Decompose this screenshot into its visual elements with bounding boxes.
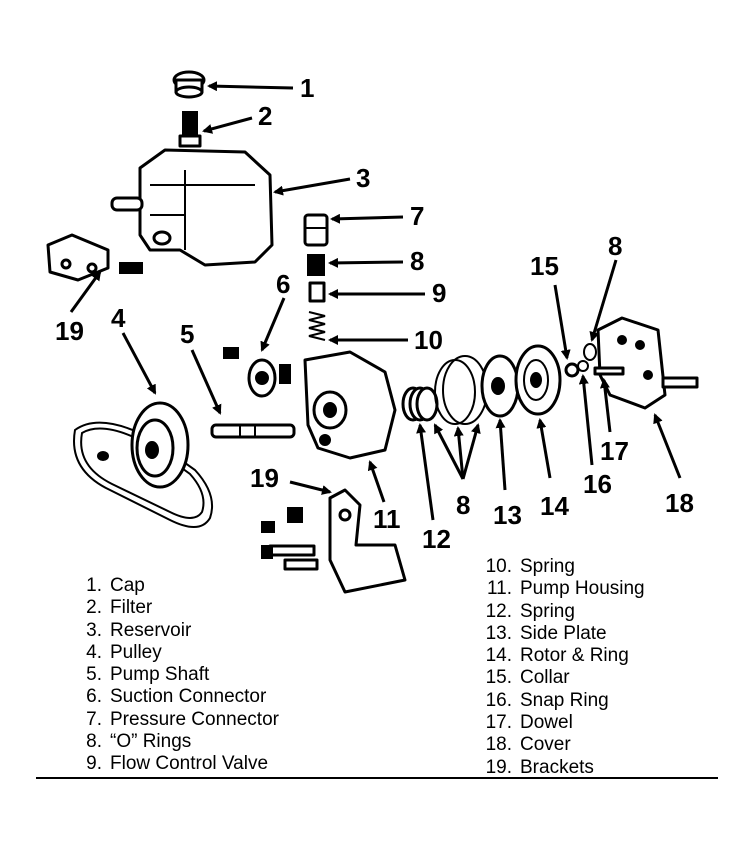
- legend-item: 17.Dowel: [485, 712, 573, 734]
- callout-13: 13: [493, 500, 522, 530]
- leader-lines: [69, 81, 682, 521]
- legend-item: 2.Filter: [86, 597, 153, 619]
- callout-11: 11: [373, 504, 401, 534]
- legend-item: 8.“O” Rings: [86, 731, 192, 753]
- callout-10: 10: [414, 325, 443, 355]
- legend-item: 4.Pulley: [86, 641, 162, 663]
- legend-left-column: 1.Cap 2.Filter 3.Reservoir 4.Pulley 5.Pu…: [76, 575, 279, 776]
- legend-item: 3.Reservoir: [86, 619, 192, 641]
- legend-item: 9.Flow Control Valve: [86, 753, 269, 775]
- callout-9: 9: [432, 278, 446, 308]
- spring-part: [401, 386, 439, 422]
- legend-item: 12.Spring: [485, 600, 575, 622]
- legend-item: 13.Side Plate: [485, 622, 607, 644]
- callout-6: 6: [276, 269, 290, 299]
- pump-housing-part: [303, 350, 397, 460]
- callout-1: 1: [300, 73, 314, 103]
- callout-19a: 19: [55, 316, 84, 346]
- rotor-ring-part: [514, 344, 562, 416]
- legend-item: 11.Pump Housing: [486, 578, 645, 600]
- bracket-bottom-part: [261, 488, 407, 594]
- legend-right-column: 10.Spring 11.Pump Housing 12.Spring 13.S…: [478, 556, 645, 779]
- legend-item: 1.Cap: [86, 575, 145, 596]
- pressure-connector-part: [303, 213, 329, 247]
- callout-18: 18: [665, 488, 694, 518]
- callout-12: 12: [422, 524, 451, 554]
- filter-part: [178, 111, 202, 148]
- side-plate-part: [480, 354, 520, 418]
- cap-part: [172, 70, 206, 99]
- legend-item: 18.Cover: [485, 734, 571, 756]
- callout-7: 7: [410, 201, 424, 231]
- legend-item: 10.Spring: [485, 556, 575, 577]
- bracket-top-part: [46, 233, 143, 282]
- flow-control-valve-part: [307, 254, 326, 341]
- legend-item: 7.Pressure Connector: [86, 708, 279, 730]
- legend-item: 14.Rotor & Ring: [485, 645, 629, 667]
- callout-16: 16: [583, 469, 612, 499]
- callout-8c: 8: [608, 231, 622, 261]
- legend-item: 15.Collar: [485, 667, 570, 689]
- legend-item: 19.Brackets: [485, 756, 594, 778]
- callout-14: 14: [540, 491, 569, 521]
- pulley-part: [73, 401, 214, 528]
- callout-5: 5: [180, 319, 194, 349]
- o-rings-part: [434, 355, 488, 425]
- legend-item: 6.Suction Connector: [86, 686, 267, 708]
- callout-15: 15: [530, 251, 559, 281]
- legend-item: 16.Snap Ring: [485, 689, 609, 711]
- callout-2: 2: [258, 101, 272, 131]
- legend-item: 5.Pump Shaft: [86, 664, 210, 686]
- pump-shaft-part: [210, 423, 296, 439]
- reservoir-part: [110, 148, 274, 267]
- bottom-divider: [36, 777, 718, 779]
- callout-4: 4: [111, 303, 126, 333]
- callout-8b: 8: [456, 490, 470, 520]
- collar-part: [564, 360, 589, 378]
- suction-connector-part: [223, 347, 291, 398]
- callout-8a: 8: [410, 246, 424, 276]
- callout-3: 3: [356, 163, 370, 193]
- cover-part: [583, 316, 699, 410]
- callout-19b: 19: [250, 463, 279, 493]
- callout-17: 17: [600, 436, 629, 466]
